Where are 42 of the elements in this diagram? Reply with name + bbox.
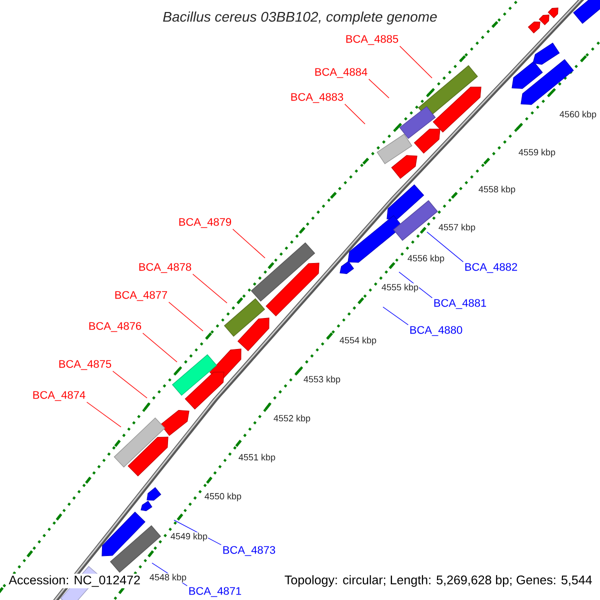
leader-line [192,274,228,304]
gene-label: BCA_4876 [89,322,142,332]
gene-label: BCA_4883 [291,93,344,103]
leader-line [232,228,266,258]
leader-line [344,104,366,124]
gene-label: BCA_4879 [179,218,232,228]
gene-label: BCA_4885 [346,35,398,45]
leader-line [142,332,178,362]
tick-label: 4551 kbp [238,453,276,463]
gene-label: BCA_4877 [115,291,168,301]
tick-label: 4552 kbp [273,414,312,424]
tick-label: 4554 kbp [339,336,378,346]
leader-line [368,78,390,98]
tick-label: 4553 kbp [302,375,342,385]
leader-line [399,46,432,78]
tick-label: 4556 kbp [407,254,446,264]
tick-label: 4555 kbp [381,283,420,293]
title: Bacillus cereus 03BB102, complete genome [163,11,437,25]
leader-line [398,272,433,298]
leader-line [112,370,148,398]
leader-line [426,232,464,262]
tick-label: 4559 kbp [518,148,556,158]
gene-label: BCA_4880 [410,326,462,336]
tick-label: 4558 kbp [478,185,516,195]
gene-label: BCA_4874 [33,391,86,401]
gene-label: BCA_4882 [465,263,518,273]
tick-label: 4548 kbp [148,573,188,583]
gene-label: BCA_4871 [189,587,242,597]
gene-label: BCA_4881 [434,299,486,309]
accession-text: Accession: NC_012472 [7,574,142,588]
gene-label: BCA_4884 [315,68,368,78]
tick-label: 4557 kbp [438,223,476,233]
gene-label: BCA_4875 [59,360,112,370]
leader-line [86,402,122,428]
gene-label: BCA_4878 [139,263,192,273]
tick-label: 4549 kbp [170,532,208,542]
tick-label: 4550 kbp [204,492,242,502]
topology-text: Topology: circular; Length: 5,269,628 bp; Genes: 5,544 [282,574,594,588]
tick-label: 4560 kbp [559,110,598,120]
leader-line [382,306,409,326]
gene-label: BCA_4873 [223,546,276,556]
leader-line [168,302,204,332]
